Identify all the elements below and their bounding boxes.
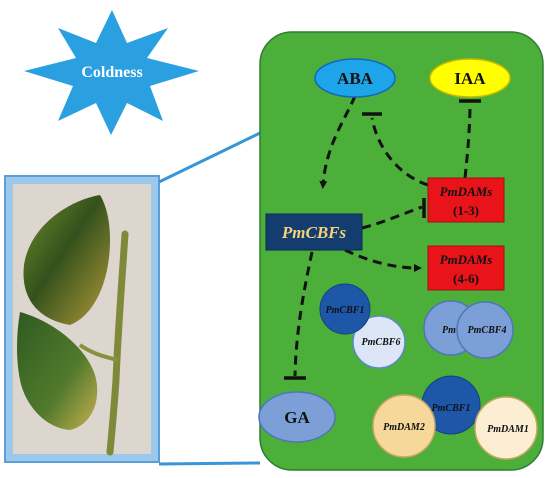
- edge-dam13-inhibits-aba: [370, 117, 429, 187]
- dam1-circle: [474, 396, 538, 460]
- leaf-stem: [78, 343, 119, 362]
- node-pmdams-1-3: PmDAMs (1-3): [427, 177, 505, 223]
- pathway-edges: [293, 95, 472, 377]
- edge-pmcbfs-to-dam13: [361, 205, 423, 230]
- pathway-panel: [259, 31, 544, 471]
- dam2-label: PmDAM2: [383, 422, 425, 433]
- edge-pmcbfs-to-dam46: [344, 248, 422, 272]
- edge-aba-to-pmcbfs: [319, 95, 357, 189]
- complex-cbf-cbf4: Pm PmCBF4: [423, 300, 514, 359]
- coldness-burst: Coldness: [24, 10, 199, 135]
- branch: [106, 230, 129, 456]
- node-pmcbfs: PmCBFs: [265, 213, 363, 251]
- complex-cbf1-cbf6: PmCBF1 PmCBF6: [319, 283, 406, 369]
- edge-pmcbfs-inhibits-ga: [293, 251, 314, 377]
- node-ga: GA: [258, 391, 336, 443]
- pmcbfs-label: PmCBFs: [281, 223, 347, 242]
- cbf4-circle: [456, 301, 514, 359]
- iaa-label: IAA: [454, 69, 486, 88]
- coldness-star-shape: [24, 10, 199, 135]
- pm-label: Pm: [442, 325, 456, 336]
- aba-ellipse: [314, 58, 396, 98]
- cbf1-circle: [319, 283, 371, 335]
- pmdams-1-3-label: PmDAMs: [440, 184, 493, 199]
- coldness-label: Coldness: [81, 64, 142, 81]
- leaf-photo: [4, 175, 160, 463]
- iaa-ellipse: [429, 58, 511, 98]
- pmdams-4-6-sub: (4-6): [453, 271, 479, 286]
- zoom-line-bottom: [158, 461, 261, 466]
- ga-label: GA: [284, 408, 310, 427]
- dam1-label: PmDAM1: [487, 424, 529, 435]
- cbf1-b-label: PmCBF1: [432, 403, 471, 414]
- cbf6-label: PmCBF6: [362, 337, 401, 348]
- inhibition-bars: [284, 99, 481, 380]
- pmcbfs-box: [265, 213, 363, 251]
- complex-cbf1-dam2-dam1: PmCBF1 PmDAM2 PmDAM1: [372, 375, 538, 460]
- node-iaa: IAA: [429, 58, 511, 98]
- ga-ellipse: [258, 391, 336, 443]
- aba-label: ABA: [337, 69, 374, 88]
- node-aba: ABA: [314, 58, 396, 98]
- dam2-circle: [372, 394, 436, 458]
- pmdams-1-3-sub: (1-3): [453, 203, 479, 218]
- edge-dam13-inhibits-iaa: [463, 103, 472, 179]
- pmdams-1-3-box: [427, 177, 505, 223]
- zoom-line-top: [158, 131, 261, 184]
- cbf6-circle: [352, 315, 406, 369]
- pmdams-4-6-box: [427, 245, 505, 291]
- cbf4-label: PmCBF4: [468, 325, 507, 336]
- leaf-lower: [17, 312, 98, 430]
- leaf-upper: [23, 195, 111, 325]
- cbf1-label: PmCBF1: [326, 305, 365, 316]
- node-pmdams-4-6: PmDAMs (4-6): [427, 245, 505, 291]
- pmdams-4-6-label: PmDAMs: [440, 252, 493, 267]
